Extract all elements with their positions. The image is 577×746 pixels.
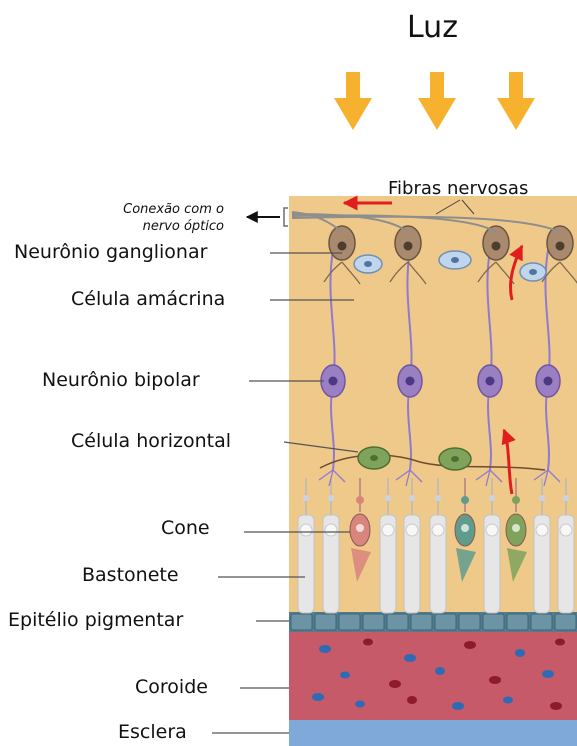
optic-nerve-bracket <box>284 208 288 226</box>
label-celula-amacrina: Célula amácrina <box>71 288 225 310</box>
label-neuronio-ganglionar: Neurônio ganglionar <box>14 241 207 263</box>
sclera-layer <box>289 719 577 746</box>
epithelium-cell <box>387 614 408 630</box>
label-esclera: Esclera <box>118 721 187 743</box>
epithelium-cell <box>531 614 552 630</box>
label-fibras-nervosas: Fibras nervosas <box>388 178 528 199</box>
label-conexao-line1: Conexão com o <box>123 201 224 218</box>
label-bastonete: Bastonete <box>82 564 179 586</box>
light-arrow-2 <box>418 72 456 130</box>
label-coroide: Coroide <box>135 676 208 698</box>
label-conexao-line2: nervo óptico <box>143 218 224 235</box>
choroid-layer <box>289 632 577 720</box>
epithelium-cell <box>555 614 576 630</box>
epithelium-cell <box>507 614 528 630</box>
epithelium-cell <box>411 614 432 630</box>
epithelium-cell <box>291 614 312 630</box>
light-arrow-1 <box>334 72 372 130</box>
epithelium-cell <box>339 614 360 630</box>
label-epitelio-pigmentar: Epitélio pigmentar <box>8 609 183 631</box>
label-cone: Cone <box>161 517 210 539</box>
epithelium-cell <box>315 614 336 630</box>
epithelium-cell <box>435 614 456 630</box>
epithelium-cell <box>363 614 384 630</box>
epithelium-cell <box>483 614 504 630</box>
title-luz: Luz <box>407 10 458 45</box>
light-arrow-3 <box>497 72 535 130</box>
epithelium-cell <box>459 614 480 630</box>
label-celula-horizontal: Célula horizontal <box>71 430 231 452</box>
label-neuronio-bipolar: Neurônio bipolar <box>42 369 200 391</box>
light-arrows <box>334 72 535 130</box>
